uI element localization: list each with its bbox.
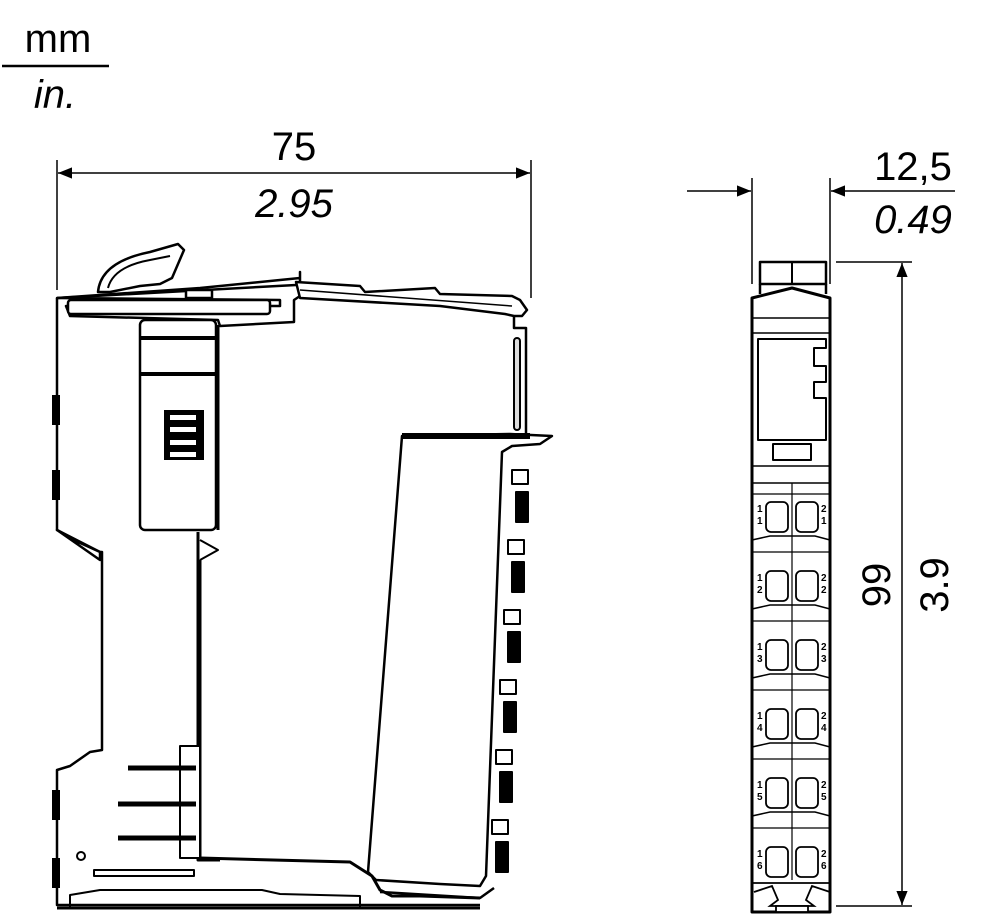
svg-text:2: 2 [821, 780, 827, 791]
front-height-mm: 99 [855, 563, 899, 608]
front-width-mm: 12,5 [874, 145, 952, 189]
led-indicator-block [164, 410, 204, 460]
svg-text:1: 1 [757, 516, 763, 527]
module-front-view [750, 260, 832, 914]
release-latch [96, 242, 186, 294]
terminal-row-6: 1 6 2 6 [757, 846, 827, 878]
led-window [772, 443, 812, 461]
terminal-row-4: 1 4 2 4 [751, 708, 831, 760]
front-width-in: 0.49 [874, 198, 952, 242]
svg-text:5: 5 [757, 792, 763, 803]
front-width-dimension: 12,5 0.49 [687, 145, 955, 284]
svg-text:6: 6 [757, 861, 763, 872]
terminal-rows: 1 1 2 1 1 2 2 2 1 3 2 3 [751, 493, 831, 913]
svg-text:4: 4 [757, 723, 763, 734]
svg-text:2: 2 [821, 585, 827, 596]
svg-text:2: 2 [821, 573, 827, 584]
svg-text:2: 2 [821, 849, 827, 860]
svg-text:1: 1 [757, 849, 763, 860]
svg-text:2: 2 [757, 585, 763, 596]
terminal-row-5: 1 5 2 5 [751, 777, 831, 829]
bottom-release-tab [752, 882, 831, 913]
connector-pins [118, 745, 201, 859]
terminal-clamps [491, 469, 529, 873]
top-tab [184, 288, 214, 300]
width-in-label: 2.95 [254, 182, 334, 226]
terminal-row-3: 1 3 2 3 [751, 639, 831, 691]
svg-text:3: 3 [821, 654, 827, 665]
svg-text:1: 1 [757, 573, 763, 584]
svg-text:1: 1 [757, 504, 763, 515]
svg-text:4: 4 [821, 723, 827, 734]
svg-text:2: 2 [821, 642, 827, 653]
label-window [757, 338, 827, 441]
bottom-slot [93, 869, 195, 877]
svg-text:2: 2 [821, 711, 827, 722]
front-housing [750, 286, 832, 914]
module-side-view [52, 242, 554, 910]
terminal-row-1: 1 1 2 1 [751, 493, 831, 553]
side-slot [513, 337, 521, 431]
svg-text:1: 1 [821, 516, 827, 527]
svg-text:3: 3 [757, 654, 763, 665]
terminal-row-2: 1 2 2 2 [751, 570, 831, 622]
side-width-dimension: 75 2.95 [56, 125, 532, 298]
mounting-hole [76, 851, 86, 861]
svg-text:1: 1 [757, 642, 763, 653]
left-clip-upper [52, 395, 60, 425]
width-mm-label: 75 [272, 125, 317, 169]
unit-legend: mm in. [2, 17, 109, 117]
svg-text:6: 6 [821, 861, 827, 872]
svg-text:2: 2 [821, 504, 827, 515]
top-rail-slot [66, 298, 272, 316]
front-height-in: 3.9 [913, 557, 957, 613]
svg-text:1: 1 [757, 780, 763, 791]
svg-text:1: 1 [757, 711, 763, 722]
left-clip-lower [52, 470, 60, 500]
front-height-dimension: 99 3.9 [836, 261, 957, 907]
unit-mm: mm [25, 17, 92, 61]
svg-text:5: 5 [821, 792, 827, 803]
unit-in: in. [34, 73, 76, 117]
